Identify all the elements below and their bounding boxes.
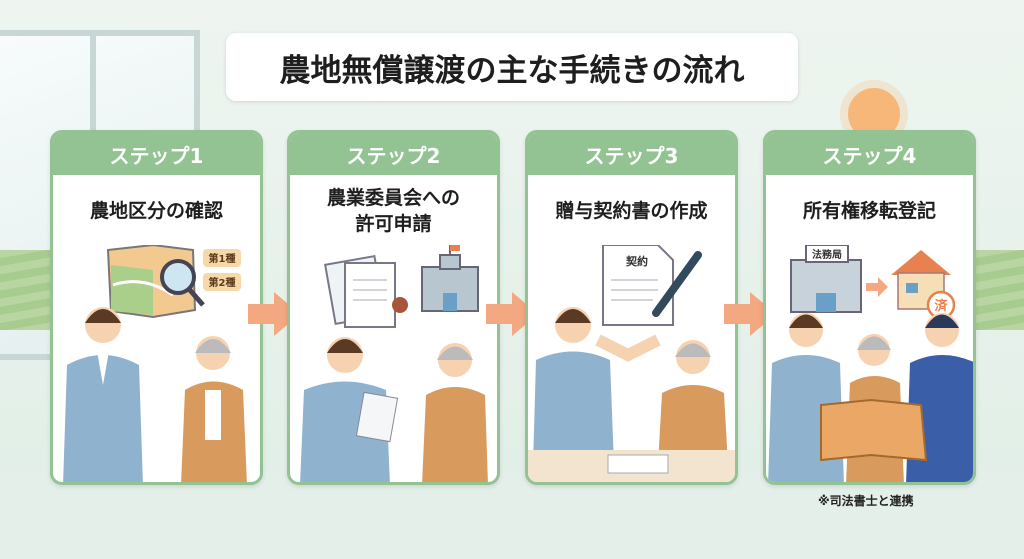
advisor-figure	[300, 337, 399, 482]
page-title: 農地無償譲渡の主な手続きの流れ	[226, 33, 798, 101]
document-icon	[607, 454, 669, 474]
step-card-1: ステップ1 農地区分の確認 第1種 第2種	[50, 130, 263, 485]
step-label: ステップ1	[53, 133, 260, 175]
step-name: 所有権移転登記	[802, 200, 936, 223]
pen-icon	[652, 251, 702, 317]
step-name: 農業委員会への 許可申請	[326, 187, 460, 235]
step-name: 贈与契約書の作成	[555, 200, 708, 223]
step3-illustration: 契約	[528, 245, 735, 482]
tag-label: 第1種	[209, 252, 236, 265]
legal-office-icon: 法務局	[790, 245, 862, 313]
advisor-figure	[63, 307, 143, 482]
step-card-4: ステップ4 所有権移転登記 法務局 済	[763, 130, 976, 485]
step-label: ステップ2	[290, 133, 497, 175]
owner-figure	[422, 343, 488, 482]
handshake-icon	[595, 334, 661, 362]
folder-icon	[820, 398, 928, 462]
completed-stamp: 済	[934, 298, 948, 314]
magnifier-icon	[160, 259, 205, 307]
advisor-figure	[533, 307, 614, 465]
contract-icon: 契約	[602, 245, 674, 326]
step-label: ステップ4	[766, 133, 973, 175]
tag-label: 第2種	[209, 276, 236, 289]
step1-illustration: 第1種 第2種	[63, 245, 247, 482]
step-card-3: ステップ3 贈与契約書の作成 契約	[525, 130, 738, 485]
step2-illustration	[300, 245, 488, 482]
step-card-2: ステップ2 農業委員会への 許可申請	[287, 130, 500, 485]
arrow-icon	[866, 277, 888, 297]
step-label: ステップ3	[528, 133, 735, 175]
step4-illustration: 法務局 済	[768, 245, 973, 482]
house-icon: 済	[891, 250, 956, 320]
building-icon	[421, 245, 479, 312]
owner-figure	[658, 340, 728, 465]
contract-label: 契約	[625, 254, 648, 268]
footnote: ※司法書士と連携	[818, 494, 914, 508]
documents-icon	[324, 254, 408, 328]
step-name: 農地区分の確認	[89, 200, 223, 223]
background-field	[975, 250, 1024, 330]
owner-figure	[181, 336, 247, 482]
office-label: 法務局	[812, 248, 842, 261]
